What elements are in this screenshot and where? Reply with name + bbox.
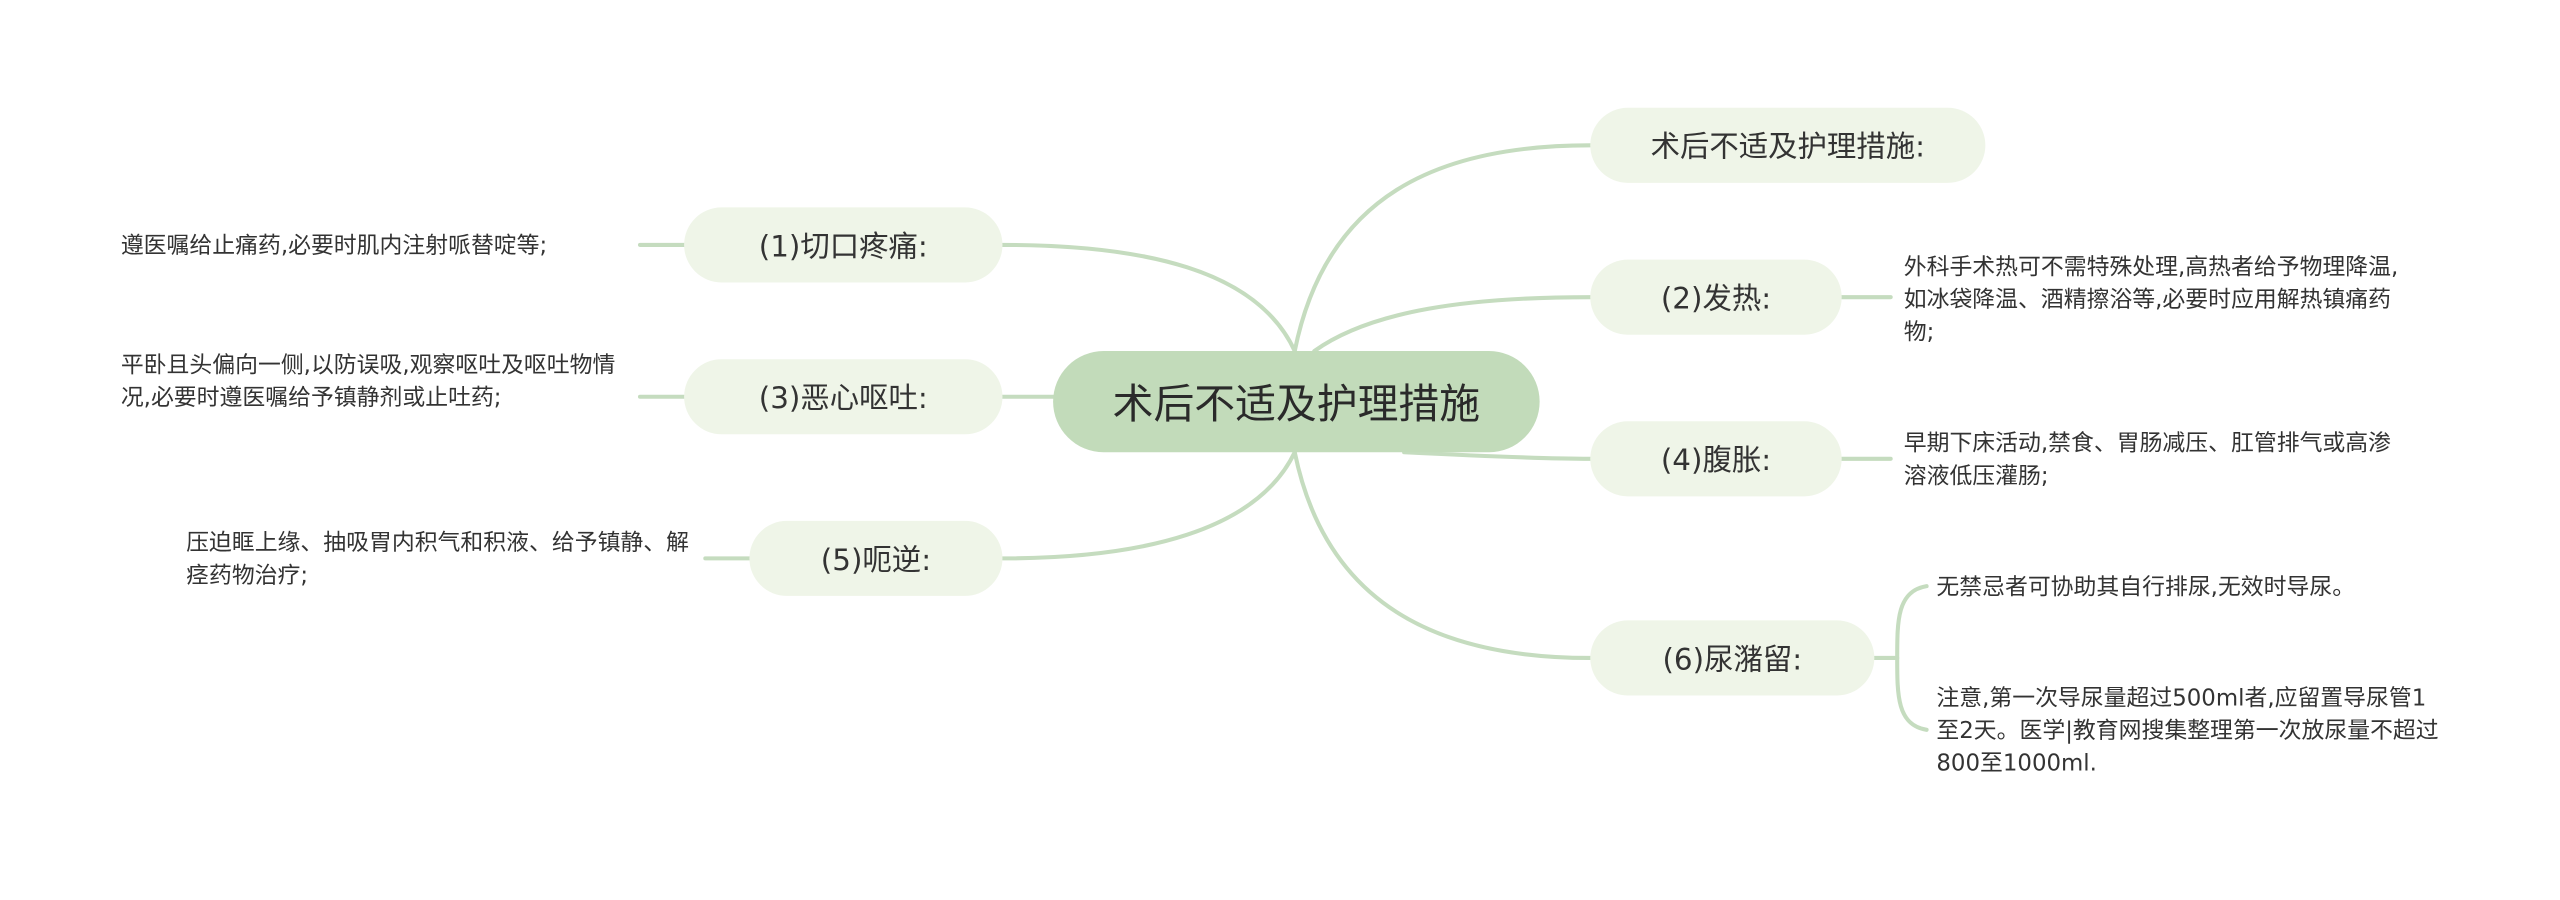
connector-root-b0 bbox=[1292, 143, 1593, 354]
branch-label: (5)呃逆: bbox=[820, 543, 932, 578]
leaf-text-urinary-retention-2: 注意,第一次导尿量超过500ml者,应留置导尿管1至2天。医学|教育网搜集整理第… bbox=[1936, 685, 2439, 778]
branch-node-summary[interactable]: 术后不适及护理措施: bbox=[1590, 107, 1986, 183]
branch-node-hiccup[interactable]: (5)呃逆: bbox=[749, 520, 1003, 596]
branch-node-incision-pain[interactable]: (1)切口疼痛: bbox=[684, 207, 1003, 283]
branch-label: (6)尿潴留: bbox=[1662, 643, 1803, 678]
branch-label: 术后不适及护理措施: bbox=[1650, 130, 1926, 165]
connector-b6-bracket bbox=[1895, 584, 1929, 732]
leaf-text-hiccup: 压迫眶上缘、抽吸胃内积气和积液、给予镇静、解痉药物治疗; bbox=[186, 530, 689, 590]
leaf-text-bloating: 早期下床活动,禁食、胃肠减压、肛管排气或高渗溶液低压灌肠; bbox=[1903, 431, 2392, 490]
branch-node-fever[interactable]: (2)发热: bbox=[1590, 259, 1842, 335]
root-node[interactable]: 术后不适及护理措施 bbox=[1053, 351, 1540, 453]
branch-node-bloating[interactable]: (4)腹胀: bbox=[1590, 421, 1842, 497]
branch-label: (4)腹胀: bbox=[1660, 444, 1772, 479]
leaf-text-incision-pain: 遵医嘱给止痛药,必要时肌内注射哌替啶等; bbox=[120, 233, 548, 260]
connector-root-b1 bbox=[1000, 242, 1297, 354]
leaf-text-fever: 外科手术热可不需特殊处理,高热者给予物理降温,如冰袋降温、酒精擦浴等,必要时应用… bbox=[1903, 254, 2399, 347]
branch-node-nausea[interactable]: (3)恶心呕吐: bbox=[684, 359, 1003, 435]
leaf-text-nausea: 平卧且头偏向一侧,以防误吸,观察呕吐及呕吐物情况,必要时遵医嘱给予镇静剂或止吐药… bbox=[120, 352, 616, 412]
root-label: 术后不适及护理措施 bbox=[1112, 380, 1481, 428]
branch-node-urinary-retention[interactable]: (6)尿潴留: bbox=[1590, 620, 1875, 696]
connector-root-b5 bbox=[1000, 450, 1297, 561]
connector-root-b2 bbox=[1312, 295, 1593, 354]
branch-label: (1)切口疼痛: bbox=[758, 230, 928, 265]
branch-label: (2)发热: bbox=[1660, 282, 1772, 317]
branch-label: (3)恶心呕吐: bbox=[758, 382, 928, 417]
connector-root-b4 bbox=[1402, 450, 1593, 461]
connector-root-b6 bbox=[1292, 450, 1593, 661]
leaf-text-urinary-retention-1: 无禁忌者可协助其自行排尿,无效时导尿。 bbox=[1936, 574, 2356, 601]
